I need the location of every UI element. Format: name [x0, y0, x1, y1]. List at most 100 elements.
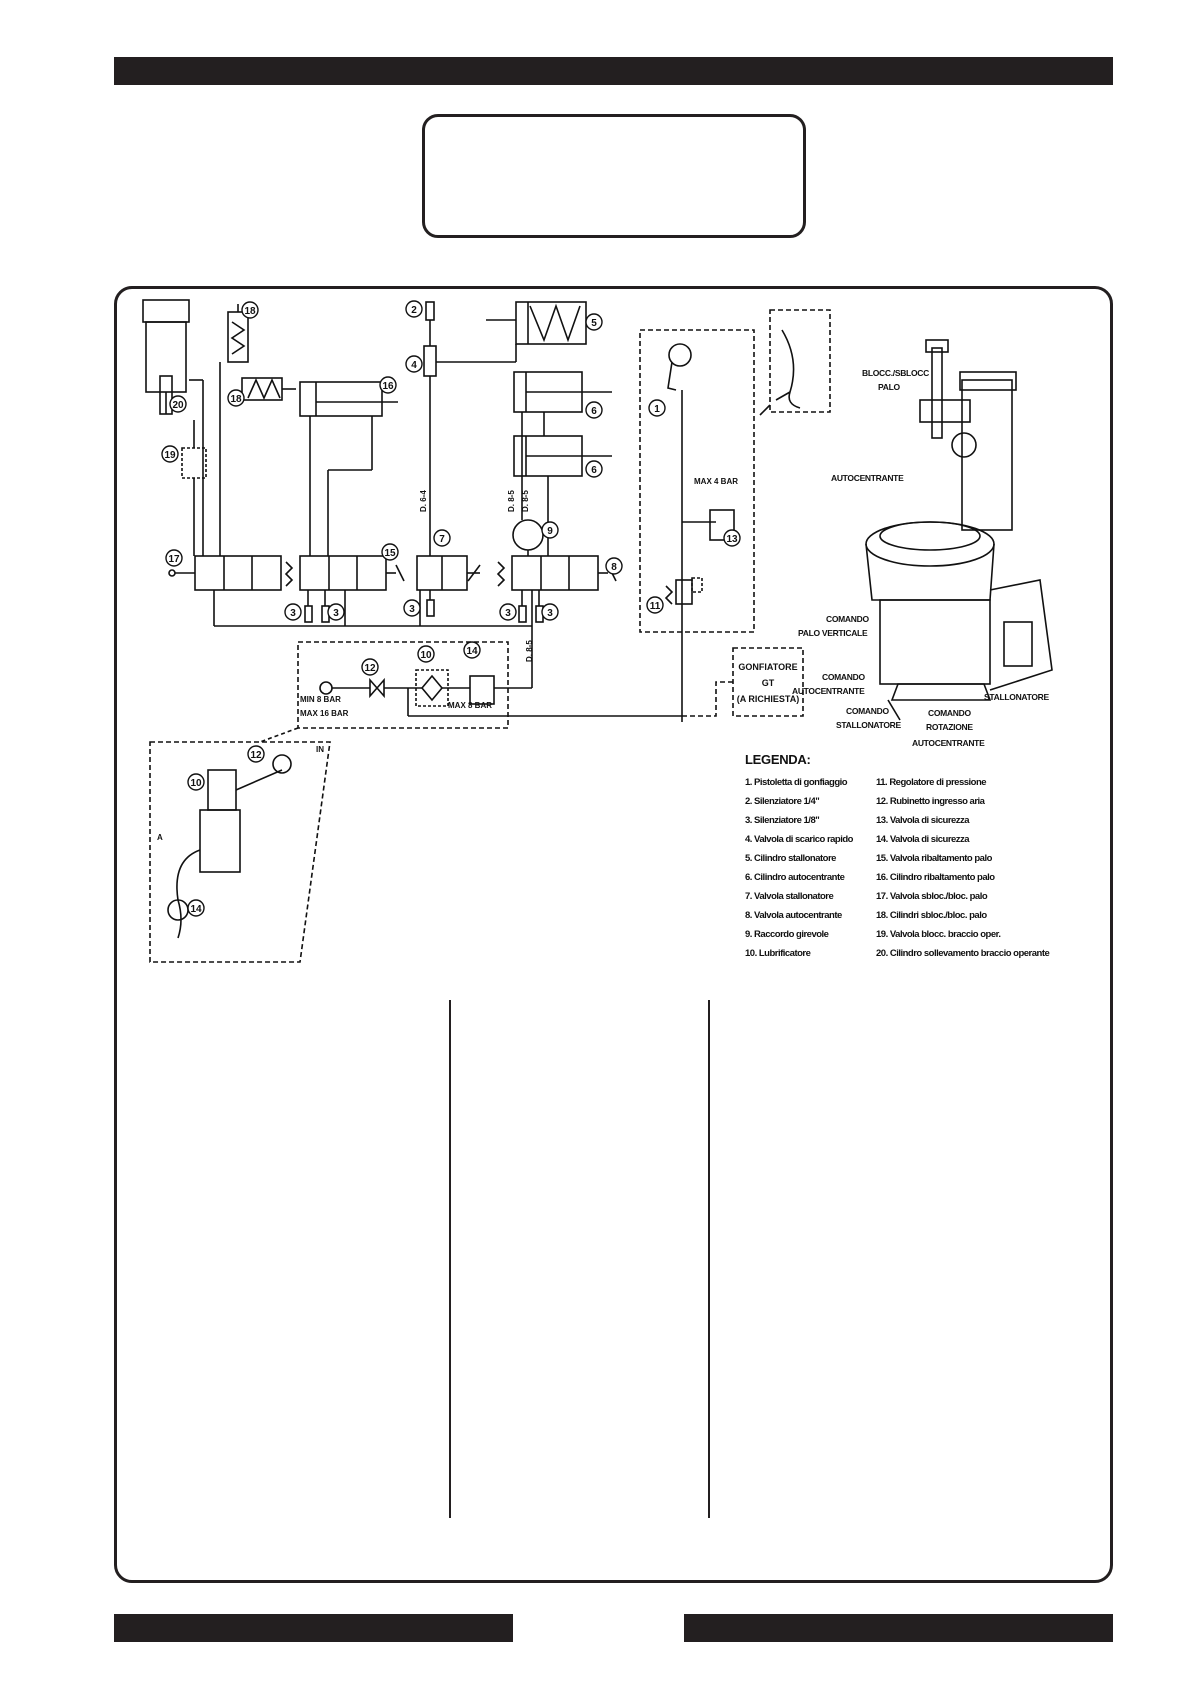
- label-19: 19: [164, 450, 176, 461]
- label-1: 1: [654, 404, 660, 415]
- label-9: 9: [547, 526, 553, 537]
- cylinders-6: [513, 371, 612, 556]
- machine-label-comando-rot-2: ROTAZIONE: [926, 722, 973, 732]
- legend-item: 10. Lubrificatore: [745, 948, 811, 959]
- legend-item: 17. Valvola sbloc./bloc. palo: [876, 891, 988, 902]
- legend-item: 18. Cilindri sbloc./bloc. palo: [876, 910, 987, 921]
- valve-15: [284, 555, 405, 591]
- legend-item: 11. Regolatore di pressione: [876, 777, 987, 788]
- label-7: 7: [439, 534, 445, 545]
- machine-label-comando-palo-2: PALO VERTICALE: [798, 628, 868, 638]
- valve-7: [416, 555, 481, 591]
- machine-label-comando-stall-1: COMANDO: [846, 706, 889, 716]
- legend-item: 15. Valvola ribaltamento palo: [876, 853, 992, 864]
- min8-label: MIN 8 BAR: [300, 695, 341, 704]
- title-box: [422, 114, 806, 238]
- label-4: 4: [411, 360, 417, 371]
- a-label: A: [157, 833, 163, 842]
- machine-label-autocentrante: AUTOCENTRANTE: [831, 473, 904, 483]
- legend-item: 16. Cilindro ribaltamento palo: [876, 872, 995, 883]
- bottom-bar-right: [684, 1614, 1113, 1642]
- inflator-gun: [667, 343, 692, 391]
- label-17: 17: [168, 554, 180, 565]
- legend-item: 5. Cilindro stallonatore: [745, 853, 836, 864]
- legend-item: 2. Silenziatore 1/4": [745, 796, 820, 807]
- legend-item: 4. Valvola di scarico rapido: [745, 834, 853, 845]
- label-14: 14: [466, 646, 478, 657]
- inflator-label-3: (A RICHIESTA): [737, 694, 800, 704]
- legend-item: 8. Valvola autocentrante: [745, 910, 842, 921]
- legend-item: 12. Rubinetto ingresso aria: [876, 796, 985, 807]
- machine-label-stallonatore: STALLONATORE: [984, 692, 1049, 702]
- pipe-label-d85a: D. 8-5: [507, 490, 516, 512]
- machine-label-blocc: BLOCC./SBLOCC: [862, 368, 929, 378]
- label-12: 12: [364, 663, 376, 674]
- cylinder-20: [142, 299, 204, 556]
- pipe-label-d64: D. 6-4: [419, 490, 428, 512]
- legend-list: 1. Pistoletta di gonfiaggio 11. Regolato…: [745, 773, 1095, 963]
- cylinder-5: [486, 301, 587, 345]
- machine-label-palo: PALO: [878, 382, 900, 392]
- cylinder-16: [299, 381, 398, 556]
- label-3a: 3: [409, 604, 415, 615]
- label-18b: 18: [230, 394, 242, 405]
- max8-label: MAX 8 BAR: [448, 701, 492, 710]
- label-10: 10: [420, 650, 432, 661]
- legend: LEGENDA: 1. Pistoletta di gonfiaggio 11.…: [745, 752, 1095, 963]
- valve-8: [496, 555, 617, 591]
- label-16: 16: [382, 381, 394, 392]
- label-13: 13: [726, 534, 738, 545]
- pipe-label-d85b: D. 8-5: [521, 490, 530, 512]
- label-2: 2: [411, 305, 417, 316]
- legend-item: 1. Pistoletta di gonfiaggio: [745, 777, 848, 788]
- label-6b: 6: [591, 465, 597, 476]
- tyre-changer-sketch: [865, 339, 1053, 721]
- label-10-sketch: 10: [190, 778, 202, 789]
- inflator-label-2: GT: [762, 678, 775, 688]
- inflator-label-1: GONFIATORE: [738, 662, 797, 672]
- pipe-label-d85c: D. 8-5: [525, 640, 534, 662]
- part-number-markers: 2 5 4 6 6 7 9 8 3 3 3 3 3 15 17 18 18 16…: [161, 300, 741, 917]
- legend-item: 13. Valvola di sicurezza: [876, 815, 970, 826]
- machine-label-comando-auto-1: COMANDO: [822, 672, 865, 682]
- label-11: 11: [650, 601, 661, 612]
- label-12-sketch: 12: [250, 750, 262, 761]
- label-14-sketch: 14: [190, 904, 202, 915]
- machine-label-comando-rot-1: COMANDO: [928, 708, 971, 718]
- max16-label: MAX 16 BAR: [300, 709, 349, 718]
- label-8: 8: [611, 562, 617, 573]
- legend-item: 20. Cilindro sollevamento braccio operan…: [876, 948, 1050, 959]
- in-label: IN: [316, 745, 324, 754]
- frl-sketch: [167, 754, 292, 939]
- machine-label-comando-rot-3: AUTOCENTRANTE: [912, 738, 985, 748]
- label-3d: 3: [505, 608, 511, 619]
- label-3b: 3: [290, 608, 296, 619]
- legend-item: 14. Valvola di sicurezza: [876, 834, 970, 845]
- label-15: 15: [384, 548, 396, 559]
- cylinder-18: [241, 377, 296, 401]
- machine-label-comando-palo-1: COMANDO: [826, 614, 869, 624]
- legend-item: 3. Silenziatore 1/8": [745, 815, 820, 826]
- valve-17: [168, 555, 282, 626]
- label-18a: 18: [244, 306, 256, 317]
- label-6a: 6: [591, 406, 597, 417]
- label-3e: 3: [547, 608, 553, 619]
- machine-label-comando-stall-2: STALLONATORE: [836, 720, 901, 730]
- bottom-bar-left: [114, 1614, 513, 1642]
- legend-item: 19. Valvola blocc. braccio oper.: [876, 929, 1001, 940]
- label-20: 20: [172, 400, 184, 411]
- column-divider-right: [708, 1000, 710, 1518]
- legend-item: 9. Raccordo girevole: [745, 929, 829, 940]
- cylinder-16-top: [219, 304, 249, 556]
- label-5: 5: [591, 318, 597, 329]
- top-bar: [114, 57, 1113, 85]
- max4-label: MAX 4 BAR: [694, 477, 738, 486]
- legend-title: LEGENDA:: [745, 752, 811, 767]
- content-frame: [114, 286, 1113, 1583]
- machine-label-comando-auto-2: AUTOCENTRANTE: [792, 686, 865, 696]
- column-divider-left: [449, 1000, 451, 1518]
- label-3c: 3: [333, 608, 339, 619]
- legend-item: 7. Valvola stallonatore: [745, 891, 834, 902]
- legend-item: 6. Cilindro autocentrante: [745, 872, 845, 883]
